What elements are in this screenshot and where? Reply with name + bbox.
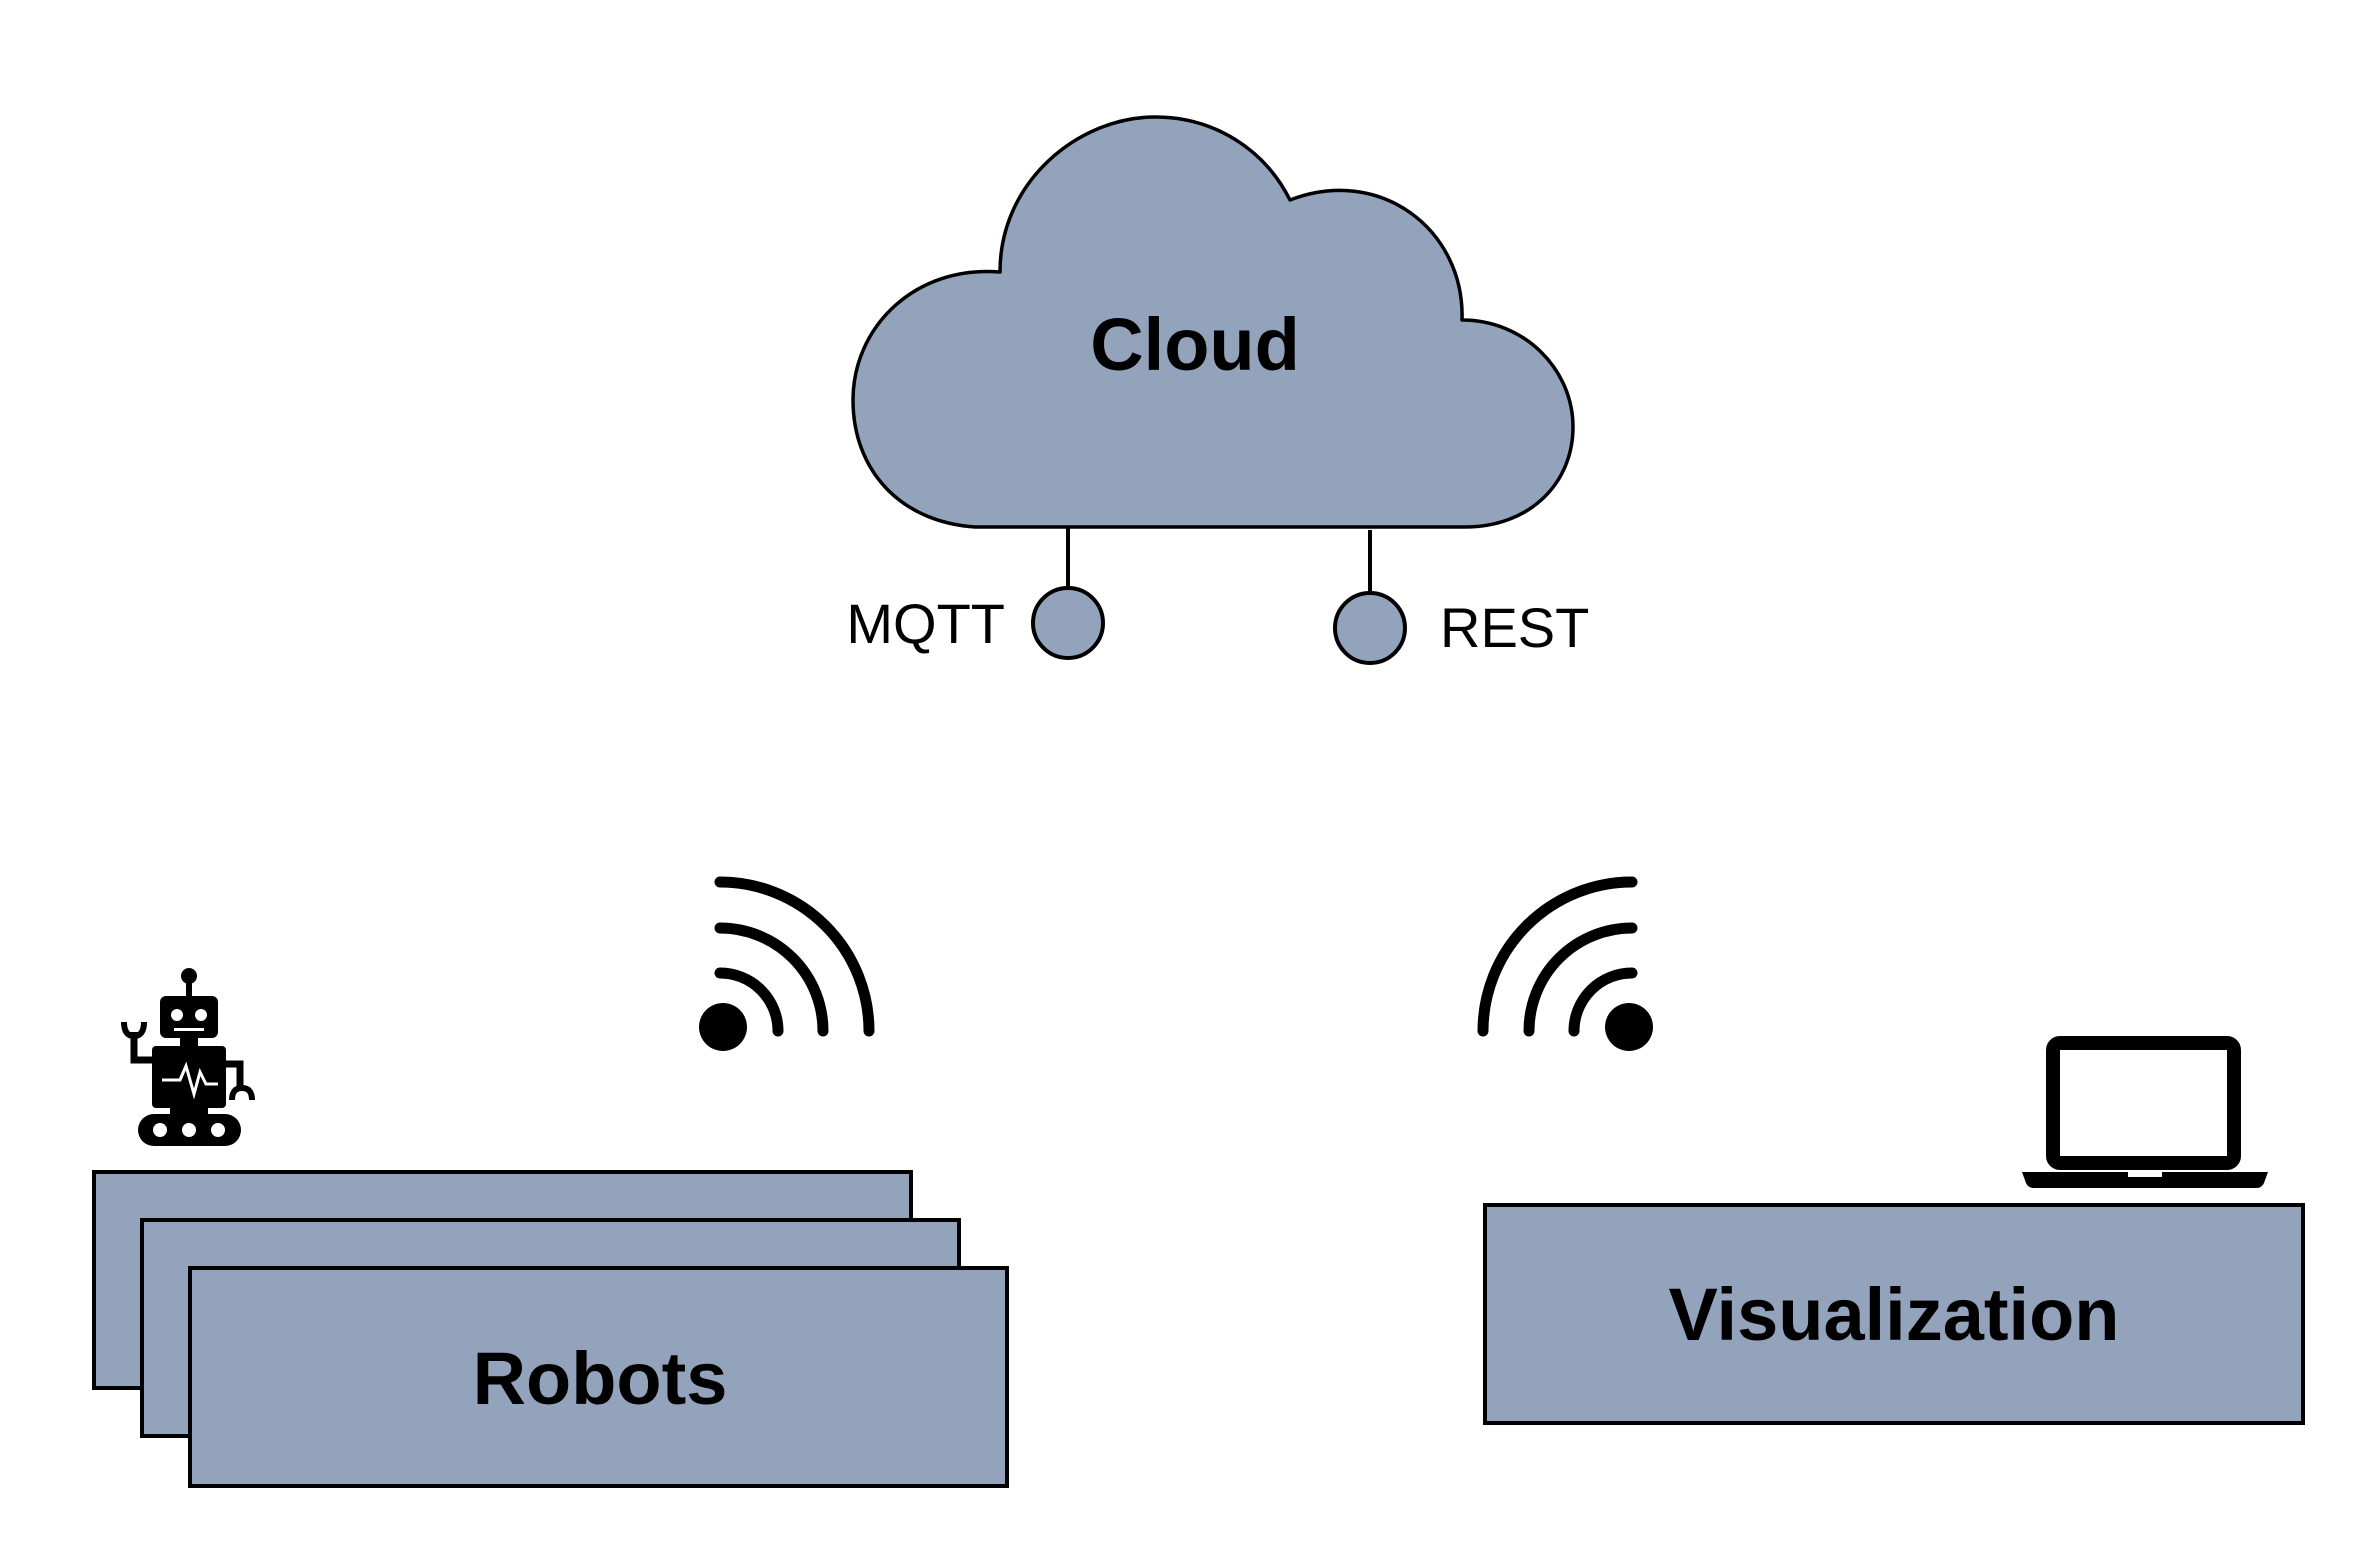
visualization-label: Visualization (1669, 1273, 2120, 1356)
mqtt-label: MQTT (846, 592, 1005, 655)
cloud-node: Cloud (851, 115, 1575, 529)
robots-box-front (188, 1266, 1009, 1488)
mqtt-interface: MQTT (846, 527, 1105, 660)
cloud-label: Cloud (1090, 303, 1300, 386)
visualization-node: Visualization (1483, 1203, 2305, 1425)
wifi-dot (699, 1003, 747, 1051)
mqtt-port (1031, 586, 1105, 660)
visualization-box (1483, 1203, 2305, 1425)
wifi-arc-large (1477, 876, 1638, 1037)
wifi-arc-small (1568, 967, 1638, 1037)
robot-icon (121, 968, 255, 1146)
rest-label: REST (1440, 596, 1589, 659)
laptop-icon (2022, 1036, 2268, 1188)
wifi-arc-small (714, 967, 784, 1037)
cloud-shape (851, 115, 1575, 529)
rest-port (1333, 591, 1407, 665)
wifi-icon (699, 876, 875, 1051)
robots-label: Robots (473, 1337, 728, 1420)
rest-interface: REST (1333, 530, 1589, 665)
wifi-arc-medium (714, 922, 829, 1037)
wifi-icon (1477, 876, 1653, 1051)
wifi-arc-medium (1523, 922, 1638, 1037)
wifi-arc-large (714, 876, 875, 1037)
robots-node: Robots (92, 1170, 1009, 1488)
wifi-dot (1605, 1003, 1653, 1051)
